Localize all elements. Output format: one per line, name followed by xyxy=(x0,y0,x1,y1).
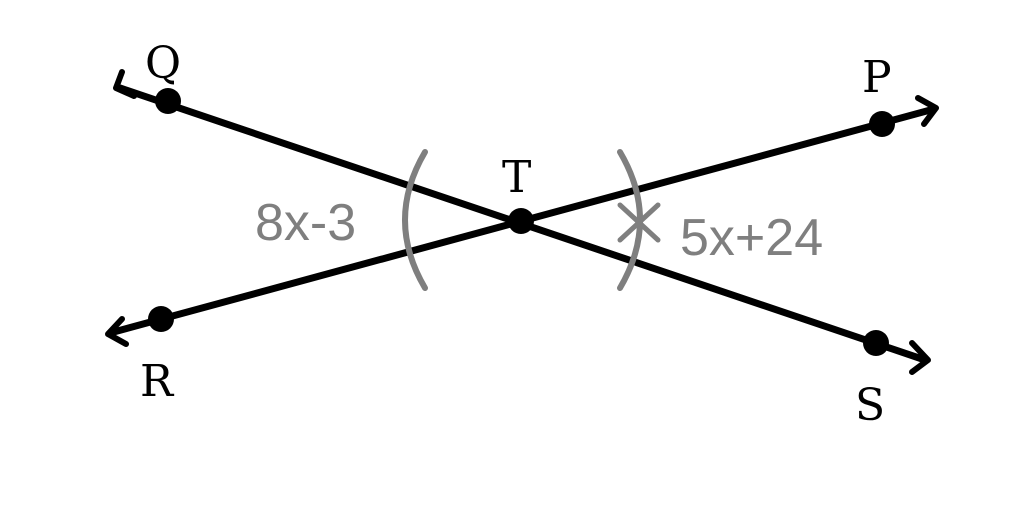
label-r: R xyxy=(140,356,175,407)
label-t: T xyxy=(502,152,531,203)
point-q xyxy=(155,88,181,114)
arrowhead-q xyxy=(113,69,137,99)
arrowhead-s xyxy=(909,340,931,375)
label-q: Q xyxy=(145,38,181,89)
label-s: S xyxy=(855,380,885,431)
angle-label-right: 5x+24 xyxy=(680,209,823,267)
point-s xyxy=(863,330,889,356)
arrowhead-r xyxy=(105,316,129,347)
point-t xyxy=(508,208,534,234)
angle-tick-mark-2 xyxy=(617,202,661,243)
arrowhead-p xyxy=(915,95,939,127)
angle-arc-left xyxy=(402,149,428,291)
point-p xyxy=(869,111,895,137)
point-r xyxy=(148,306,174,332)
angle-label-left: 8x-3 xyxy=(255,194,356,252)
label-p: P xyxy=(862,52,892,103)
